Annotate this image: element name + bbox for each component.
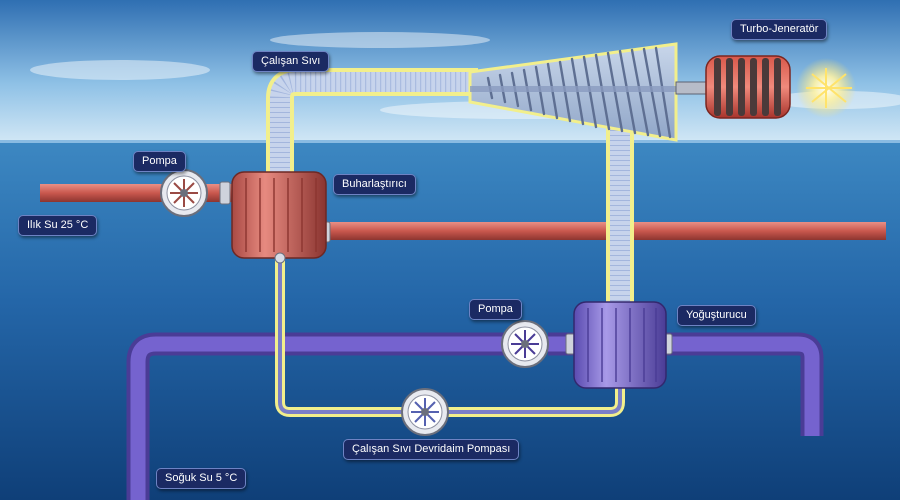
pump-rotor-icon	[160, 169, 208, 217]
evaporator	[219, 171, 331, 264]
spark-icon	[796, 58, 856, 118]
turbine	[468, 42, 678, 142]
label-circulation-pump: Çalışan Sıvı Devridaim Pompası	[343, 439, 520, 460]
label-turbo-generator: Turbo-Jeneratör	[731, 19, 828, 40]
generator-shaft	[675, 81, 711, 95]
label-working-fluid: Çalışan Sıvı	[252, 51, 330, 72]
generator-coil-icon	[705, 55, 791, 119]
label-cold-water: Soğuk Su 5 °C	[156, 468, 247, 489]
label-evaporator: Buharlaştırıcı	[333, 174, 416, 195]
working-fluid-loop	[266, 68, 634, 417]
pump-rotor-icon	[501, 320, 549, 368]
label-pump-warm: Pompa	[133, 151, 186, 172]
label-condenser: Yoğuşturucu	[677, 305, 756, 326]
horizon-line	[0, 140, 900, 143]
pump-rotor-icon	[401, 388, 449, 436]
condenser	[565, 301, 673, 389]
label-warm-water: Ilık Su 25 °C	[18, 215, 98, 236]
label-pump-cold: Pompa	[469, 299, 522, 320]
